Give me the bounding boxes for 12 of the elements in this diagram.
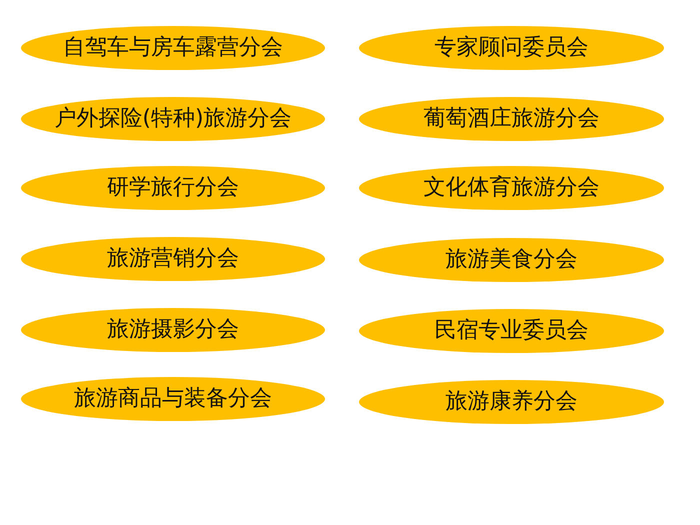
oval-label: 旅游商品与装备分会 xyxy=(21,377,325,421)
oval-label: 葡萄酒庄旅游分会 xyxy=(359,97,664,141)
oval-label: 研学旅行分会 xyxy=(21,166,325,210)
oval-label: 民宿专业委员会 xyxy=(359,309,664,353)
oval-label: 自驾车与房车露营分会 xyxy=(21,26,325,70)
oval-label: 户外探险(特种)旅游分会 xyxy=(21,97,325,141)
oval-label: 旅游康养分会 xyxy=(359,380,664,424)
oval-label: 专家顾问委员会 xyxy=(359,26,664,70)
oval-label: 文化体育旅游分会 xyxy=(359,166,664,210)
oval-label: 旅游美食分会 xyxy=(359,238,664,282)
oval-label: 旅游营销分会 xyxy=(21,237,325,281)
oval-label: 旅游摄影分会 xyxy=(21,308,325,352)
